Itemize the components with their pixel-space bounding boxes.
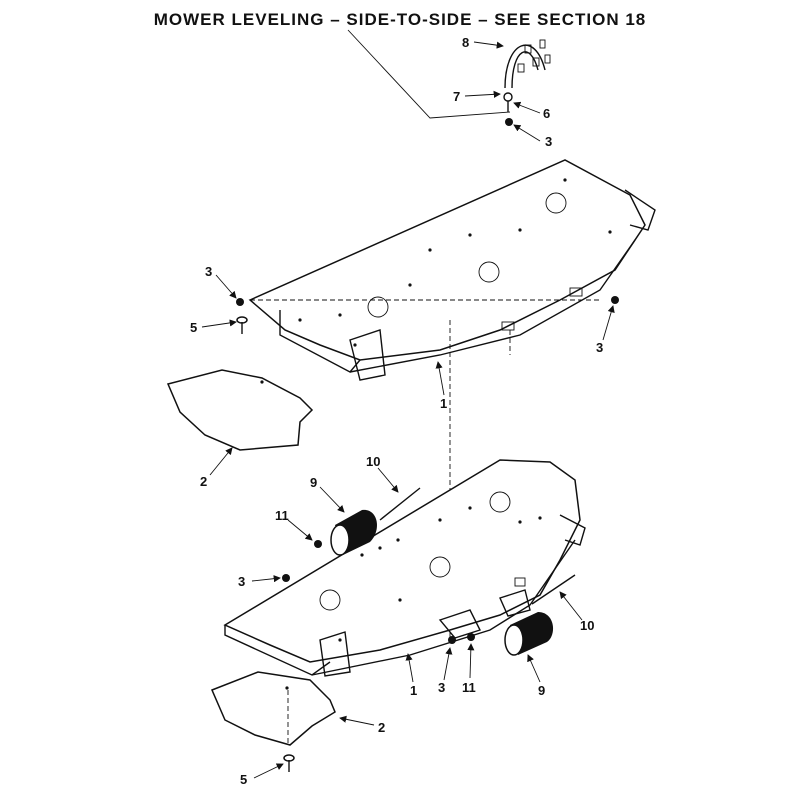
nut-part-3-right-upper: [611, 296, 619, 304]
callout-2-upper: 2: [200, 474, 207, 489]
callout-3-lower: 3: [438, 680, 445, 695]
upper-deflector: [166, 369, 314, 451]
upper-roller-bolt-part-10: [379, 487, 421, 521]
callout-3-right-upper: 3: [596, 340, 603, 355]
callout-1-lower: 1: [410, 683, 417, 698]
lower-mower-deck: [223, 459, 586, 677]
nut-part-3-top: [505, 118, 513, 126]
lower-roller-part-9: [504, 612, 554, 656]
bolt-part-5-upper: [236, 316, 248, 334]
diagram-title: MOWER LEVELING – SIDE-TO-SIDE – SEE SECT…: [153, 10, 647, 29]
lower-roller-bolt-part-10: [531, 574, 576, 605]
upper-roller-part-9: [330, 509, 377, 556]
leveling-chain-assembly: [503, 39, 551, 126]
nut-part-3-lower: [448, 636, 456, 644]
callout-5-upper: 5: [190, 320, 197, 335]
callout-1-upper: 1: [440, 396, 447, 411]
title-leader-line: [347, 29, 511, 119]
callout-7: 7: [453, 89, 460, 104]
nut-part-11-upper: [314, 540, 322, 548]
callout-9-lower: 9: [538, 683, 545, 698]
callout-2-lower: 2: [378, 720, 385, 735]
callout-11-upper: 11: [275, 508, 289, 523]
bolt-part-5-lower: [283, 754, 295, 772]
callout-8: 8: [462, 35, 469, 50]
lower-deflector: [211, 671, 336, 746]
nut-part-3-left-lower: [282, 574, 290, 582]
leader-lines: [201, 41, 615, 779]
callout-3-left-upper: 3: [205, 264, 212, 279]
callout-10-upper: 10: [366, 454, 380, 469]
nut-part-11-lower: [467, 633, 475, 641]
nut-part-3-left-upper: [236, 298, 244, 306]
callout-5-lower: 5: [240, 772, 247, 787]
eyebolt-part-6: [503, 92, 513, 102]
callout-10-lower: 10: [580, 618, 594, 633]
callout-6: 6: [543, 106, 550, 121]
callout-11-lower: 11: [462, 680, 476, 695]
callout-3-left-lower: 3: [238, 574, 245, 589]
callout-9-upper: 9: [310, 475, 317, 490]
callout-3-top: 3: [545, 134, 552, 149]
chain-part-8: [504, 44, 546, 89]
